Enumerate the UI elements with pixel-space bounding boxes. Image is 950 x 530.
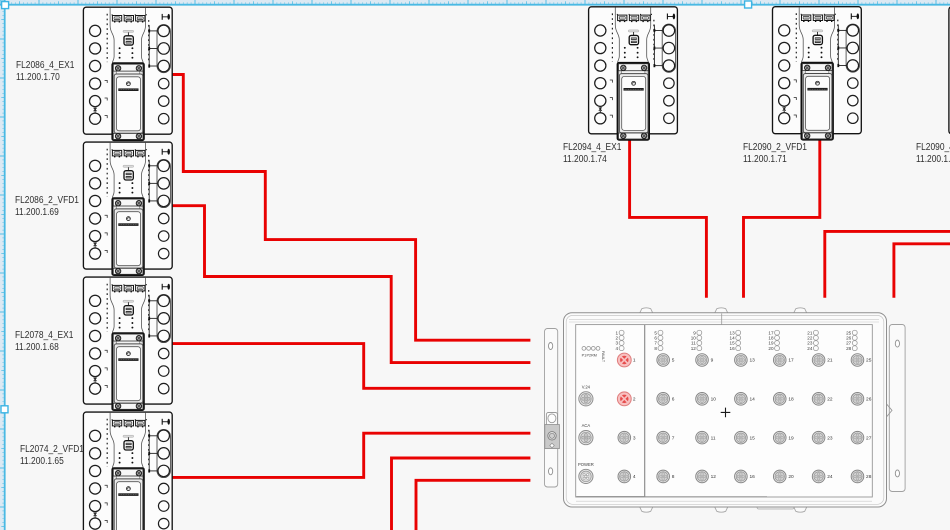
- svg-text:P2: P2: [587, 353, 592, 357]
- svg-text:14: 14: [749, 397, 755, 403]
- svg-text:15: 15: [749, 435, 755, 441]
- svg-text:23: 23: [827, 435, 833, 441]
- svg-text:27: 27: [846, 341, 852, 346]
- svg-text:11: 11: [711, 435, 716, 441]
- svg-text:18: 18: [788, 397, 794, 403]
- svg-text:20: 20: [768, 346, 774, 351]
- svg-text:10: 10: [691, 335, 697, 340]
- svg-text:28: 28: [866, 474, 872, 480]
- svg-text:RM: RM: [591, 353, 597, 357]
- svg-text:21: 21: [807, 330, 813, 335]
- svg-text:4: 4: [616, 346, 619, 351]
- svg-text:9: 9: [693, 330, 696, 335]
- svg-text:23: 23: [807, 341, 813, 346]
- svg-text:P1: P1: [582, 353, 587, 357]
- svg-text:26: 26: [866, 397, 872, 403]
- svg-text:9: 9: [711, 358, 714, 364]
- svg-text:2: 2: [633, 397, 636, 403]
- svg-text:21: 21: [827, 358, 833, 364]
- svg-text:27: 27: [866, 435, 872, 441]
- svg-text:19: 19: [788, 435, 794, 441]
- svg-text:10: 10: [711, 397, 717, 403]
- svg-text:11: 11: [691, 341, 696, 346]
- svg-text:20: 20: [788, 474, 794, 480]
- svg-text:3: 3: [633, 435, 636, 441]
- svg-text:4: 4: [633, 474, 636, 480]
- svg-text:12: 12: [711, 474, 717, 480]
- svg-text:13: 13: [730, 330, 736, 335]
- svg-text:8: 8: [654, 346, 657, 351]
- svg-text:5: 5: [654, 330, 657, 335]
- svg-text:24: 24: [807, 346, 813, 351]
- svg-text:7: 7: [672, 435, 675, 441]
- svg-text:2: 2: [616, 335, 619, 340]
- svg-text:3: 3: [616, 341, 619, 346]
- svg-text:12: 12: [691, 346, 697, 351]
- svg-text:24: 24: [827, 474, 833, 480]
- svg-text:1: 1: [633, 358, 636, 364]
- svg-text:1: 1: [616, 330, 619, 335]
- svg-text:25: 25: [866, 358, 872, 364]
- svg-text:FAULT: FAULT: [601, 351, 605, 363]
- svg-text:13: 13: [749, 358, 755, 364]
- svg-text:22: 22: [827, 397, 833, 403]
- svg-text:6: 6: [672, 397, 675, 403]
- svg-text:5: 5: [672, 358, 675, 364]
- svg-text:7: 7: [654, 341, 657, 346]
- svg-text:17: 17: [768, 330, 774, 335]
- svg-text:V.24: V.24: [582, 384, 591, 389]
- svg-text:26: 26: [846, 335, 852, 340]
- svg-text:17: 17: [788, 358, 794, 364]
- svg-text:25: 25: [846, 330, 852, 335]
- svg-text:22: 22: [807, 335, 813, 340]
- svg-text:ACA: ACA: [582, 423, 591, 428]
- svg-text:6: 6: [654, 335, 657, 340]
- svg-text:28: 28: [846, 346, 852, 351]
- svg-text:18: 18: [768, 335, 774, 340]
- svg-text:15: 15: [730, 341, 736, 346]
- svg-text:14: 14: [730, 335, 736, 340]
- svg-text:16: 16: [730, 346, 736, 351]
- svg-text:19: 19: [768, 341, 774, 346]
- svg-text:POWER: POWER: [578, 462, 594, 467]
- svg-text:16: 16: [749, 474, 755, 480]
- svg-text:8: 8: [672, 474, 675, 480]
